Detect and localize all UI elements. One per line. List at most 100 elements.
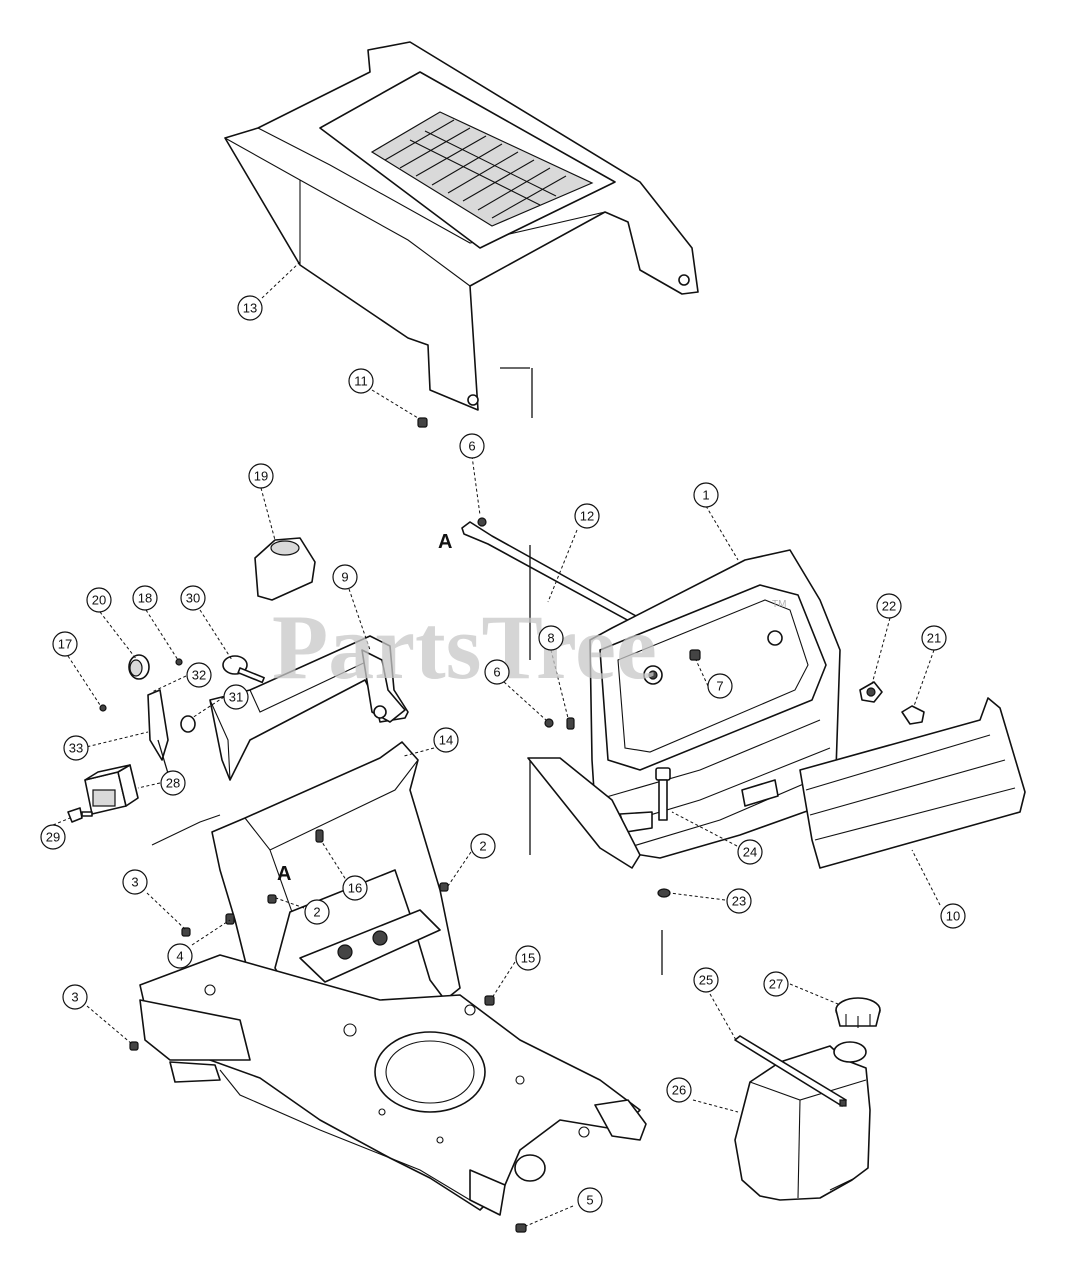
svg-text:3: 3 (71, 990, 78, 1005)
callout-25: 25 (693, 967, 719, 993)
bolt-part-2-right (439, 882, 449, 892)
clip-part-4 (225, 913, 235, 925)
steering-boot-part-19 (254, 537, 316, 601)
svg-text:7: 7 (716, 679, 723, 694)
knob-part-30 (222, 655, 265, 684)
svg-text:11: 11 (354, 374, 368, 389)
svg-text:23: 23 (732, 894, 746, 909)
svg-text:33: 33 (69, 741, 83, 756)
callout-5: 5 (577, 1187, 603, 1213)
callout-29: 29 (40, 824, 66, 850)
callout-17: 17 (52, 631, 78, 657)
bolt-part-24 (655, 767, 671, 821)
callout-10: 10 (940, 903, 966, 929)
bolt-part-8 (566, 717, 575, 730)
bolt-part-2-left (267, 894, 277, 904)
callout-19: 19 (248, 463, 274, 489)
callout-26: 26 (666, 1077, 692, 1103)
callout-4: 4 (167, 943, 193, 969)
svg-text:20: 20 (92, 593, 106, 608)
frame-fasteners (129, 829, 527, 1233)
alignment-lines (500, 367, 663, 975)
svg-text:19: 19 (254, 469, 268, 484)
callout-12: 12 (574, 503, 600, 529)
left-small-parts (67, 654, 265, 846)
bumper-part-10 (799, 697, 1026, 869)
nut-part-7 (689, 649, 701, 661)
callout-20: 20 (86, 587, 112, 613)
callout-11: 11 (348, 368, 374, 394)
svg-text:31: 31 (229, 690, 243, 705)
svg-text:12: 12 (580, 509, 594, 524)
callout-3-upper: 3 (122, 869, 148, 895)
svg-text:9: 9 (341, 570, 348, 585)
callout-21: 21 (921, 625, 947, 651)
svg-text:10: 10 (946, 909, 960, 924)
watermark: PartsTree TM (272, 596, 786, 698)
svg-text:27: 27 (769, 977, 783, 992)
svg-text:2: 2 (313, 905, 320, 920)
callout-7: 7 (707, 673, 733, 699)
leader-lines (52, 261, 941, 1227)
callout-24: 24 (737, 839, 763, 865)
svg-text:29: 29 (46, 830, 60, 845)
bracket-part-33 (147, 689, 171, 781)
switch-part-28 (84, 764, 139, 815)
watermark-text: PartsTree (272, 596, 657, 698)
svg-text:25: 25 (699, 973, 713, 988)
screw-part-18 (175, 658, 183, 666)
svg-text:1: 1 (702, 488, 709, 503)
svg-text:6: 6 (468, 439, 475, 454)
svg-text:15: 15 (521, 951, 535, 966)
svg-text:21: 21 (927, 631, 941, 646)
svg-text:18: 18 (138, 591, 152, 606)
svg-text:28: 28 (166, 776, 180, 791)
nut-part-5 (515, 1223, 527, 1233)
callout-2-right: 2 (470, 833, 496, 859)
svg-text:30: 30 (186, 591, 200, 606)
light-part-20 (128, 654, 150, 680)
callout-32: 32 (186, 662, 212, 688)
callout-9: 9 (332, 564, 358, 590)
key-part-29 (67, 807, 93, 823)
svg-text:16: 16 (348, 881, 362, 896)
lamp-socket-part-22 (859, 681, 883, 703)
callout-28: 28 (160, 770, 186, 796)
bolt-part-15 (484, 995, 495, 1006)
callout-13: 13 (237, 295, 263, 321)
callout-15: 15 (515, 945, 541, 971)
svg-text:8: 8 (547, 631, 554, 646)
dash-panel-part-9 (209, 635, 409, 781)
watermark-trademark: TM (772, 599, 786, 610)
svg-text:4: 4 (176, 949, 183, 964)
strap-part-25 (734, 1035, 847, 1107)
svg-text:13: 13 (243, 301, 257, 316)
chassis-frame (139, 954, 647, 1216)
fuel-cap-part-27 (835, 997, 881, 1028)
frame-holes (204, 984, 590, 1144)
callout-2-left: 2 (304, 899, 330, 925)
bulb-part-21 (901, 705, 925, 725)
callout-1: 1 (693, 482, 719, 508)
fasteners-right (544, 649, 925, 898)
bolt-part-3-upper (181, 927, 191, 937)
svg-text:6: 6 (493, 665, 500, 680)
washer-part-23 (657, 888, 671, 898)
screw-part-11 (417, 417, 428, 428)
callout-16: 16 (342, 875, 368, 901)
callout-14: 14 (433, 727, 459, 753)
callout-8: 8 (538, 625, 564, 651)
callout-6-upper: 6 (459, 433, 485, 459)
nut-part-31 (180, 715, 196, 733)
callout-27: 27 (763, 971, 789, 997)
callout-30: 30 (180, 585, 206, 611)
callout-22: 22 (876, 593, 902, 619)
hood-part-13 (224, 41, 699, 411)
nut-part-6-lower (544, 718, 554, 728)
svg-text:3: 3 (131, 875, 138, 890)
fuel-tank-part-26 (734, 1041, 871, 1201)
callout-6-lower: 6 (484, 659, 510, 685)
svg-text:32: 32 (192, 668, 206, 683)
hood-grille-slats (384, 119, 567, 219)
